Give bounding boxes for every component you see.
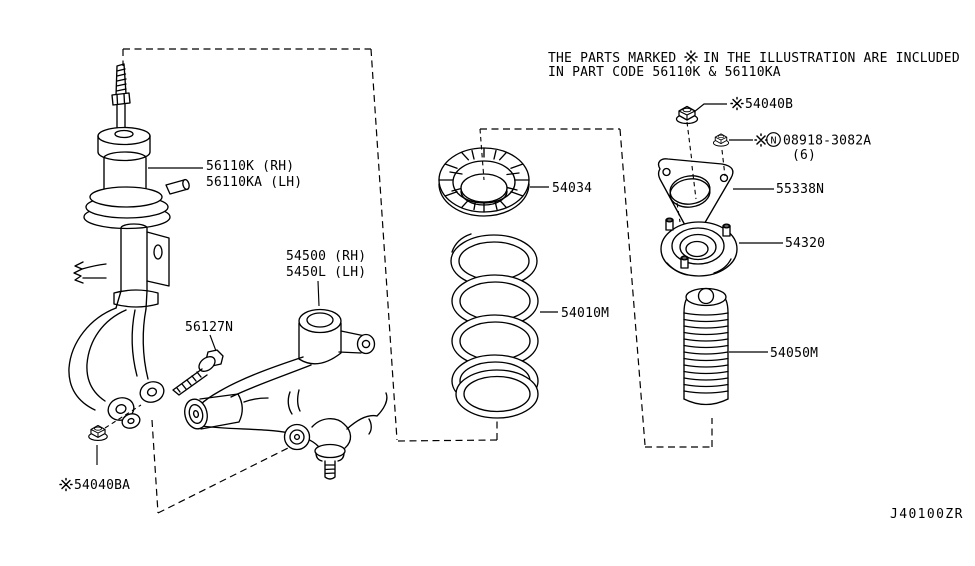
- callout-standard-nut[interactable]: 08918-3082A: [783, 134, 871, 149]
- reference-mark-icon: [59, 477, 73, 492]
- callout-strut-rh[interactable]: 56110K (RH): [206, 159, 294, 174]
- callout-bolt[interactable]: 56127N: [185, 320, 233, 335]
- assembly-outline-middle: [397, 128, 713, 448]
- reference-mark-icon: [754, 133, 768, 147]
- upper-nut-drawing: [675, 105, 699, 125]
- assembly-outline-left: [122, 48, 398, 514]
- lower-nut-drawing: [88, 424, 108, 442]
- callout-coil-spring[interactable]: 54010M: [561, 306, 609, 321]
- callout-standard-nut-qty: (6): [792, 148, 816, 163]
- lower-arm-drawing: [184, 308, 388, 480]
- spring-seat-drawing: [438, 147, 530, 217]
- circled-n-icon: [766, 132, 781, 147]
- callout-link-lh[interactable]: 5450L (LH): [286, 265, 366, 280]
- callout-spring-seat[interactable]: 54034: [552, 181, 592, 196]
- callout-strut-lh[interactable]: 56110KA (LH): [206, 175, 302, 190]
- bolt-drawing: [172, 349, 224, 396]
- leader-lines: [96, 103, 783, 465]
- diagram-labels: THE PARTS MARKED IN THE ILLUSTRATION ARE…: [59, 50, 964, 522]
- callout-strut-mount[interactable]: 54320: [785, 236, 825, 251]
- note-line1-suffix: IN THE ILLUSTRATION ARE INCLUDED: [703, 51, 960, 66]
- strut-drawing: [68, 63, 190, 429]
- reference-mark-icon: [684, 50, 698, 64]
- assembly-centerlines: [104, 121, 726, 429]
- diagram-code: J40100ZR: [890, 507, 964, 522]
- strut-mount-drawing: [660, 217, 738, 277]
- callout-dust-boot[interactable]: 54050M: [770, 346, 818, 361]
- note-line2: IN PART CODE 56110K & 56110KA: [548, 65, 781, 80]
- standard-nut-drawing: [712, 133, 730, 147]
- callout-lower-nut[interactable]: 54040BA: [74, 478, 130, 493]
- callout-upper-nut[interactable]: 54040B: [745, 97, 793, 112]
- note-line1-prefix: THE PARTS MARKED: [548, 51, 676, 66]
- coil-spring-drawing: [450, 233, 539, 419]
- bracket-plate-drawing: [657, 158, 734, 233]
- reference-mark-icon: [730, 96, 744, 111]
- callout-link-rh[interactable]: 54500 (RH): [286, 249, 366, 264]
- circled-n-letter: N: [770, 136, 776, 147]
- dust-boot-drawing: [683, 287, 729, 406]
- callout-bracket[interactable]: 55338N: [776, 182, 824, 197]
